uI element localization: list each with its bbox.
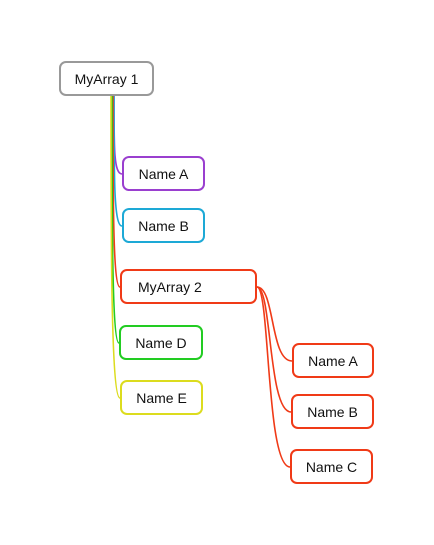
connector-myarray-2-to-name-b	[256, 286, 292, 413]
node-name-e[interactable]: Name E	[120, 380, 203, 415]
connector-myarray-2-to-name-c	[256, 286, 291, 468]
connector-myarray-2-to-name-a	[256, 286, 293, 362]
node-myarray-2[interactable]: MyArray 2	[120, 269, 257, 304]
node-sub-name-a[interactable]: Name A	[292, 343, 374, 378]
node-name-d[interactable]: Name D	[119, 325, 203, 360]
node-myarray-1[interactable]: MyArray 1	[59, 61, 154, 96]
connector-root-to-name-a	[113, 95, 123, 175]
node-sub-name-b[interactable]: Name B	[291, 394, 374, 429]
node-sub-name-c[interactable]: Name C	[290, 449, 373, 484]
node-name-b[interactable]: Name B	[122, 208, 205, 243]
connector-root-to-name-b	[113, 95, 123, 227]
connector-root-to-myarray-2	[112, 95, 121, 288]
connector-root-to-name-d	[111, 95, 120, 344]
node-name-a[interactable]: Name A	[122, 156, 205, 191]
connector-root-to-name-e	[110, 95, 121, 399]
